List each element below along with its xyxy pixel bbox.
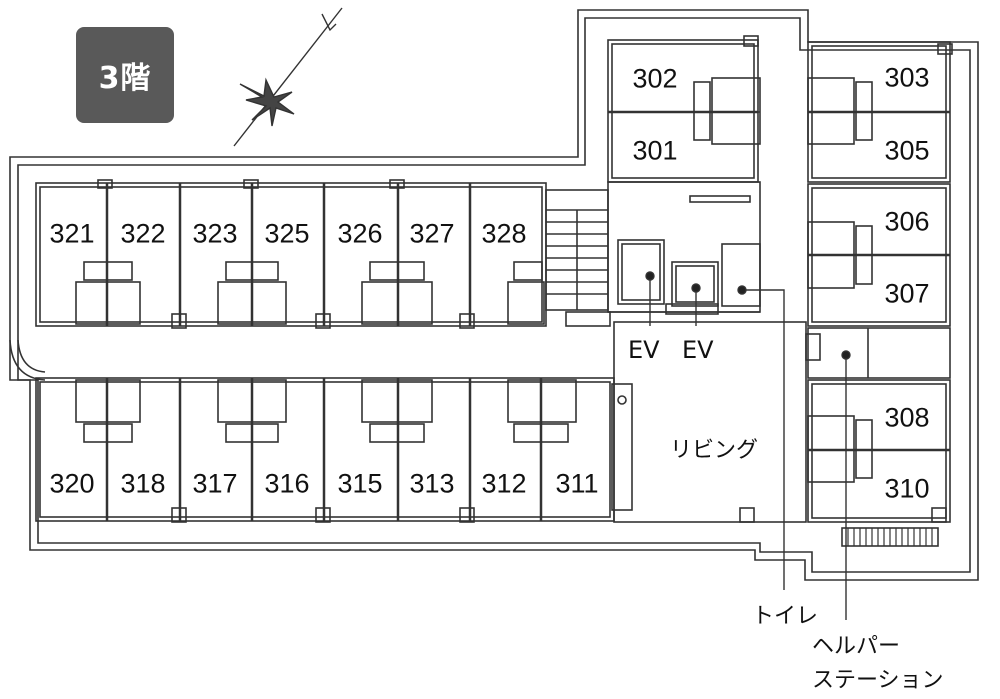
room-302: 302 (632, 63, 678, 94)
ev2-shaft (671, 261, 719, 307)
toilet-label: トイレ (752, 604, 819, 629)
helper-label-line1: ヘルパー (812, 634, 901, 659)
room-312: 312 (481, 468, 527, 499)
room-323: 323 (192, 218, 238, 249)
ev2-label: EV (682, 336, 714, 364)
room-328: 328 (481, 218, 527, 249)
ev1-label: EV (628, 336, 660, 364)
room-317: 317 (192, 468, 238, 499)
room-325: 325 (264, 218, 310, 249)
north-bathrooms (75, 261, 545, 325)
living-room (613, 321, 807, 523)
inner-wall (17, 17, 971, 573)
stairs (545, 189, 611, 327)
room-320: 320 (49, 468, 95, 499)
room-307: 307 (884, 278, 930, 309)
north-dividers (105, 183, 472, 326)
room-316: 316 (264, 468, 310, 499)
room-305: 305 (884, 135, 930, 166)
south-bathrooms (75, 379, 577, 443)
room-303: 303 (884, 62, 930, 93)
south-dividers (105, 378, 543, 521)
room-308: 308 (884, 402, 930, 433)
kitchen-counter (611, 383, 633, 511)
floor-badge: 3階 (76, 27, 174, 123)
room-315: 315 (337, 468, 383, 499)
room-327: 327 (409, 218, 455, 249)
helper-label-line2: ステーション (812, 668, 944, 693)
toilet-leader (742, 289, 785, 590)
room-326: 326 (337, 218, 383, 249)
room-313: 313 (409, 468, 455, 499)
outer-wall (9, 9, 979, 581)
room-318: 318 (120, 468, 166, 499)
room-321: 321 (49, 218, 95, 249)
room-301: 301 (632, 135, 678, 166)
room-306: 306 (884, 206, 930, 237)
toilet-room (721, 243, 761, 307)
ev1-shaft (617, 239, 665, 305)
living-label: リビング (670, 438, 759, 463)
room-311: 311 (555, 468, 599, 499)
room-322: 322 (120, 218, 166, 249)
room-310: 310 (884, 473, 930, 504)
helper-station (807, 327, 951, 379)
compass-icon (233, 7, 343, 147)
corner-curve (9, 339, 46, 381)
